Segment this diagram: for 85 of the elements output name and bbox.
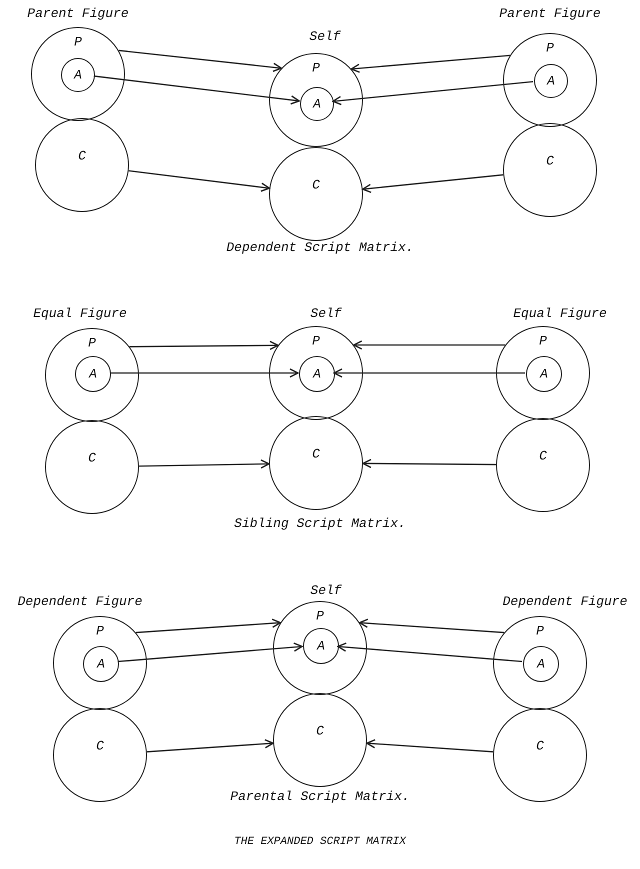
- circle-label: C: [546, 154, 554, 168]
- circle: [534, 64, 568, 98]
- circle: [53, 708, 147, 802]
- arrow: [130, 340, 279, 350]
- circle-label: A: [540, 368, 548, 380]
- circle-label: P: [312, 334, 320, 348]
- panel-caption: Dependent Script Matrix.: [226, 241, 414, 254]
- circle-label: A: [537, 658, 545, 670]
- circle: [31, 27, 125, 121]
- circle: [503, 123, 597, 217]
- circle-label: P: [536, 624, 544, 638]
- circle: [273, 601, 367, 695]
- circle-label: A: [74, 68, 82, 82]
- circle: [269, 326, 363, 420]
- circle: [493, 708, 587, 802]
- circle-label: C: [88, 451, 96, 464]
- arrow: [128, 170, 270, 192]
- panel-caption: Sibling Script Matrix.: [234, 517, 406, 530]
- arrow: [333, 368, 525, 378]
- circle: [493, 616, 587, 710]
- circle-label: P: [539, 334, 547, 348]
- arrow: [358, 618, 504, 634]
- figure-heading: Equal Figure: [513, 307, 607, 320]
- figure-heading: Self: [310, 307, 342, 320]
- figure-heading: Parent Figure: [27, 7, 129, 20]
- circle-label: A: [547, 74, 555, 88]
- circle: [269, 416, 363, 510]
- circle: [269, 53, 363, 147]
- circle-label: P: [96, 624, 104, 638]
- circle: [61, 58, 95, 92]
- circle: [496, 326, 590, 420]
- circle-label: A: [317, 640, 325, 652]
- arrow: [337, 642, 522, 662]
- circle: [53, 616, 147, 710]
- figure-heading: Dependent Figure: [502, 595, 628, 608]
- circle: [269, 147, 363, 241]
- arrow: [362, 174, 504, 194]
- circle-label: P: [74, 36, 82, 48]
- arrow: [118, 50, 282, 72]
- arrow: [138, 459, 270, 469]
- figure-heading: Dependent Figure: [18, 595, 142, 608]
- arrow: [110, 368, 299, 378]
- circle-label: A: [313, 368, 321, 380]
- circle: [45, 328, 139, 422]
- circle-label: P: [316, 610, 324, 622]
- circle: [496, 418, 590, 512]
- panel-caption: Parental Script Matrix.: [230, 790, 410, 803]
- circle-label: C: [312, 447, 320, 460]
- arrow: [94, 75, 300, 105]
- circle-label: C: [539, 449, 547, 462]
- circle-label: C: [316, 724, 324, 738]
- circle: [83, 646, 119, 682]
- circle: [75, 356, 111, 392]
- circle: [273, 693, 367, 787]
- circle: [300, 87, 334, 121]
- arrow: [353, 340, 506, 350]
- arrow: [146, 739, 274, 752]
- circle: [503, 33, 597, 127]
- figure-heading: Parent Figure: [499, 7, 601, 20]
- arrow: [350, 54, 510, 73]
- circle: [299, 356, 335, 392]
- circle-label: P: [88, 336, 96, 350]
- circle: [35, 118, 129, 212]
- circle: [526, 356, 562, 392]
- circle: [45, 420, 139, 514]
- circle-label: C: [96, 739, 104, 752]
- arrow: [118, 642, 303, 662]
- circle-label: C: [536, 739, 544, 752]
- figure-heading: Self: [309, 30, 341, 43]
- figure-caption: THE EXPANDED SCRIPT MATRIX: [234, 837, 406, 848]
- circle-label: A: [313, 98, 321, 110]
- figure-heading: Equal Figure: [33, 307, 127, 320]
- figure-heading: Self: [310, 584, 342, 597]
- circle-label: A: [97, 658, 105, 670]
- circle-label: A: [89, 368, 97, 380]
- arrow: [136, 618, 282, 634]
- circle-label: C: [312, 178, 320, 192]
- arrow: [332, 81, 534, 106]
- circle: [523, 646, 559, 682]
- circle-label: P: [312, 62, 320, 74]
- circle-label: P: [546, 42, 554, 54]
- arrow: [362, 458, 496, 468]
- circle-label: C: [78, 149, 86, 162]
- circle: [303, 628, 339, 664]
- arrow: [366, 739, 494, 752]
